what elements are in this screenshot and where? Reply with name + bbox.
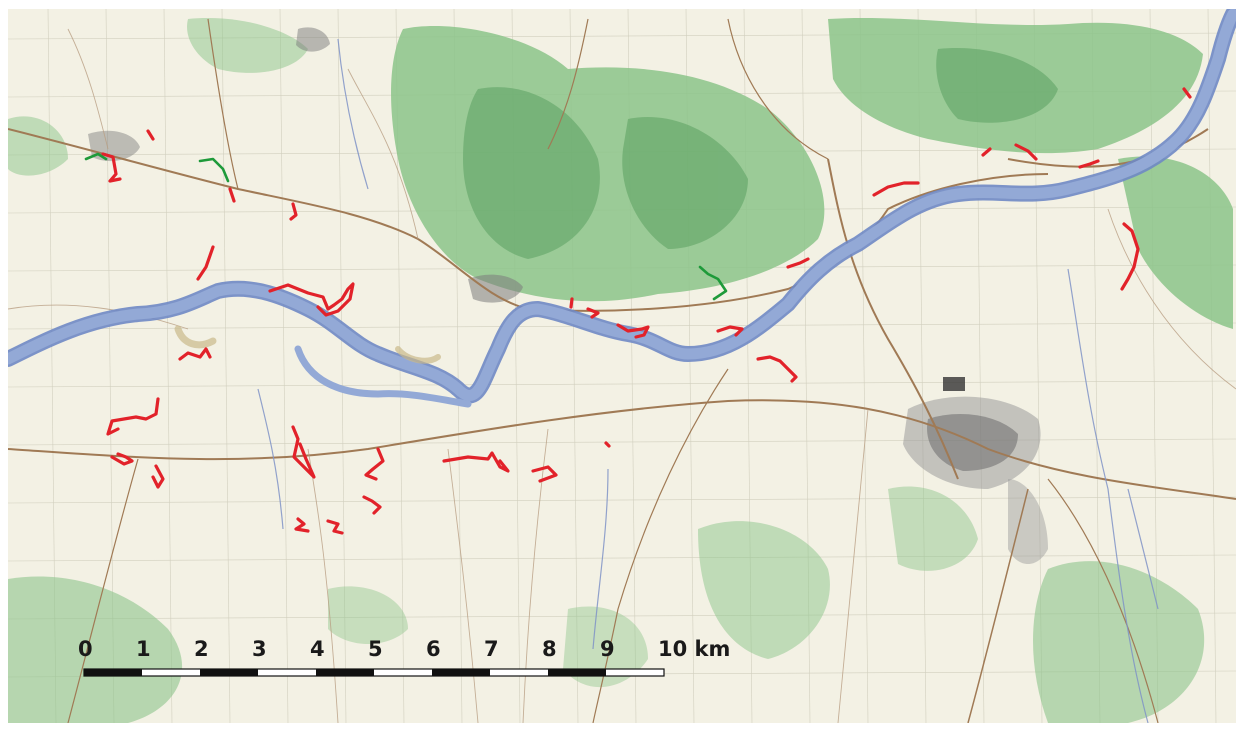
grid-line-vertical — [859, 9, 869, 723]
trench-lines-green — [84, 152, 728, 301]
grid-line-horizontal — [8, 380, 1236, 388]
river — [8, 9, 1236, 408]
scale-bar-segment — [316, 669, 374, 676]
grid-line-horizontal — [8, 554, 1236, 562]
scale-bar-label: 4 — [310, 637, 325, 661]
scale-bar-label: 1 — [136, 637, 151, 661]
scale-bar: 0 1 2 3 4 5 6 7 8 9 10 km — [78, 637, 730, 677]
grid-line-horizontal — [8, 612, 1236, 620]
scale-bar-label: 10 km — [658, 637, 730, 661]
grid-line-vertical — [337, 9, 347, 723]
scale-bar-segment — [200, 669, 258, 676]
grid-line-vertical — [163, 9, 173, 723]
scale-bar-segment — [432, 669, 490, 676]
scale-bar-label: 3 — [252, 637, 267, 661]
scale-bar-label: 2 — [194, 637, 209, 661]
grid-line-vertical — [1207, 9, 1217, 723]
scale-bar-label: 5 — [368, 637, 383, 661]
scale-bar-label: 0 — [78, 637, 93, 661]
scale-bar-segment — [84, 669, 142, 676]
map-frame: 0 1 2 3 4 5 6 7 8 9 10 km — [8, 9, 1236, 723]
topographic-map[interactable]: 0 1 2 3 4 5 6 7 8 9 10 km — [8, 9, 1236, 723]
scale-bar-label: 9 — [600, 637, 615, 661]
city-area — [88, 27, 1048, 564]
streams — [257, 38, 1159, 723]
trench-lines-red — [101, 87, 1192, 535]
scale-bar-label: 8 — [542, 637, 557, 661]
forest-relief — [463, 48, 1058, 259]
scale-bar-label: 7 — [484, 637, 499, 661]
scale-bar-label: 6 — [426, 637, 441, 661]
grid-line-vertical — [221, 9, 231, 723]
grid-line-vertical — [279, 9, 289, 723]
scale-bar-segment — [548, 669, 606, 676]
minor-roads — [8, 28, 1236, 723]
grid-line-horizontal — [8, 496, 1236, 504]
